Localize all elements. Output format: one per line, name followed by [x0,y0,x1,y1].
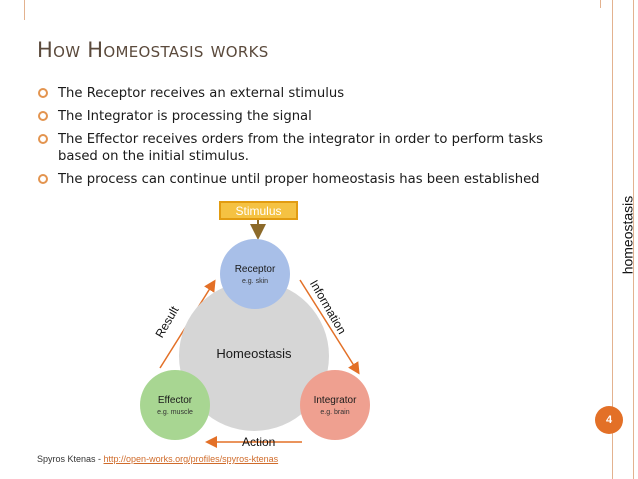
effector-example: e.g. muscle [157,408,193,416]
bullet-text: The Effector receives orders from the in… [58,132,544,164]
page-number-badge: 4 [595,406,623,434]
integrator-node: Integrator e.g. brain [300,370,370,440]
integrator-title: Integrator [313,394,357,406]
slide-title: How Homeostasis works [37,38,269,62]
integrator-example: e.g. brain [320,408,350,416]
bullet-item: The process can continue until proper ho… [38,171,558,188]
frame-line-right-2 [633,0,634,479]
receptor-node: Receptor e.g. skin [220,239,290,309]
receptor-example: e.g. skin [241,277,269,285]
information-arrow [299,279,360,375]
bullet-text: The process can continue until proper ho… [58,172,540,187]
footer-author: Spyros Ktenas - [37,454,104,464]
action-label: Action [242,435,276,449]
frame-line-right [612,0,613,479]
bullet-text: The Receptor receives an external stimul… [58,86,345,101]
stimulus-box: Stimulus [219,201,298,220]
homeostasis-label: Homeostasis [216,345,292,361]
bullet-item: The Effector receives orders from the in… [38,131,558,165]
bullet-ring-icon [38,174,48,184]
frame-line-top [24,0,25,20]
receptor-title: Receptor [234,263,276,275]
bullet-item: The Integrator is processing the signal [38,108,558,125]
bullet-item: The Receptor receives an external stimul… [38,85,558,102]
effector-title: Effector [157,394,193,406]
effector-node: Effector e.g. muscle [140,370,210,440]
footer: Spyros Ktenas - http://open-works.org/pr… [37,454,278,464]
bullet-text: The Integrator is processing the signal [58,109,312,124]
frame-line-top-right [600,0,601,8]
footer-link[interactable]: http://open-works.org/profiles/spyros-kt… [103,454,279,464]
bullet-ring-icon [38,111,48,121]
bullet-ring-icon [38,134,48,144]
bullet-ring-icon [38,88,48,98]
bullet-list: The Receptor receives an external stimul… [38,85,558,194]
